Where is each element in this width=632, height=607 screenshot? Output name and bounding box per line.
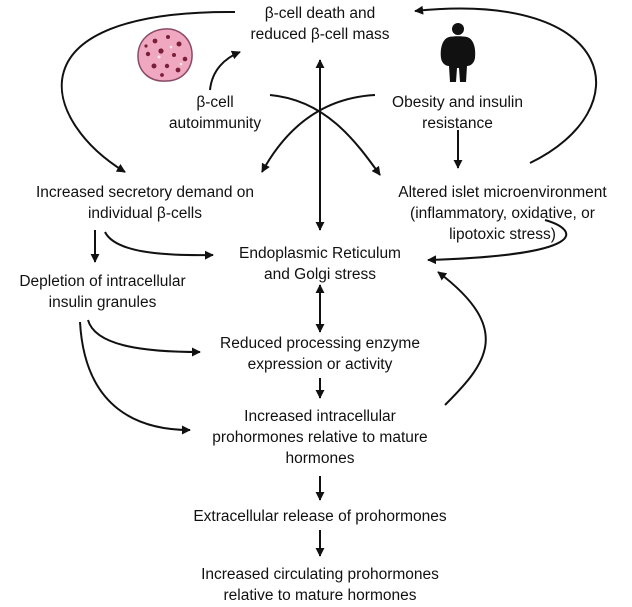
node-autoimmunity-line-1: β-cell: [196, 94, 234, 111]
node-islet-microenvironment-line-2: (inflammatory, oxidative, or: [410, 205, 595, 222]
node-granule-depletion-line-1: Depletion of intracellular: [19, 273, 186, 290]
node-er-golgi-stress-line-1: Endoplasmic Reticulum: [239, 245, 401, 262]
node-intracellular-prohormones: Increased intracellular prohormones rela…: [190, 406, 450, 469]
arrow-prohormones-to-er: [437, 271, 487, 406]
node-processing-enzyme: Reduced processing enzyme expression or …: [205, 333, 435, 375]
arrow-micro-to-death: [414, 5, 597, 164]
node-islet-microenvironment-line-3: lipotoxic stress): [449, 226, 556, 243]
node-intracellular-prohormones-line-3: hormones: [285, 450, 355, 467]
node-circulating-prohormones: Increased circulating prohormones relati…: [170, 564, 470, 606]
arrow-depletion-to-enzyme: [87, 319, 201, 357]
node-islet-microenvironment-line-1: Altered islet microenvironment: [398, 184, 607, 201]
node-circulating-prohormones-line-2: relative to mature hormones: [223, 587, 417, 604]
node-er-golgi-stress-line-2: and Golgi stress: [264, 266, 376, 283]
node-processing-enzyme-line-2: expression or activity: [247, 356, 393, 373]
islet-icon: [137, 28, 193, 82]
node-autoimmunity-line-2: autoimmunity: [168, 115, 262, 132]
arrow-obesity-to-demand: [261, 94, 376, 173]
node-circulating-prohormones-line-1: Increased circulating prohormones: [201, 566, 439, 583]
node-processing-enzyme-line-1: Reduced processing enzyme: [220, 335, 420, 352]
node-granule-depletion: Depletion of intracellular insulin granu…: [0, 271, 205, 313]
node-beta-cell-death-line-2: reduced β-cell mass: [250, 26, 390, 43]
node-intracellular-prohormones-line-1: Increased intracellular: [244, 408, 396, 425]
node-intracellular-prohormones-line-2: prohormones relative to mature: [212, 429, 428, 446]
node-autoimmunity: β-cell autoimmunity: [155, 92, 275, 134]
arrow-micro-to-er: [427, 219, 568, 265]
obese-person-icon: [440, 23, 476, 82]
node-secretory-demand-line-1: Increased secretory demand on: [36, 184, 254, 201]
node-islet-microenvironment: Altered islet microenvironment (inflamma…: [375, 182, 630, 245]
node-beta-cell-death: β-cell death and reduced β-cell mass: [220, 3, 420, 45]
node-secretory-demand: Increased secretory demand on individual…: [20, 182, 270, 224]
node-secretory-demand-line-2: individual β-cells: [87, 205, 203, 222]
node-extracellular-release-line-1: Extracellular release of prohormones: [193, 508, 447, 525]
arrow-death-to-demand: [60, 10, 236, 173]
arrow-demand-to-er: [104, 231, 214, 260]
node-beta-cell-death-line-1: β-cell death and: [264, 5, 376, 22]
node-extracellular-release: Extracellular release of prohormones: [160, 506, 480, 527]
arrow-depletion-to-prohormones: [79, 321, 191, 435]
arrow-autoimmunity-to-micro: [269, 94, 381, 176]
node-granule-depletion-line-2: insulin granules: [48, 294, 157, 311]
node-obesity-line-2: resistance: [422, 115, 493, 132]
arrow-autoimmunity-to-death: [209, 50, 241, 91]
node-er-golgi-stress: Endoplasmic Reticulum and Golgi stress: [215, 243, 425, 285]
node-obesity: Obesity and insulin resistance: [370, 92, 545, 134]
node-obesity-line-1: Obesity and insulin: [392, 94, 523, 111]
